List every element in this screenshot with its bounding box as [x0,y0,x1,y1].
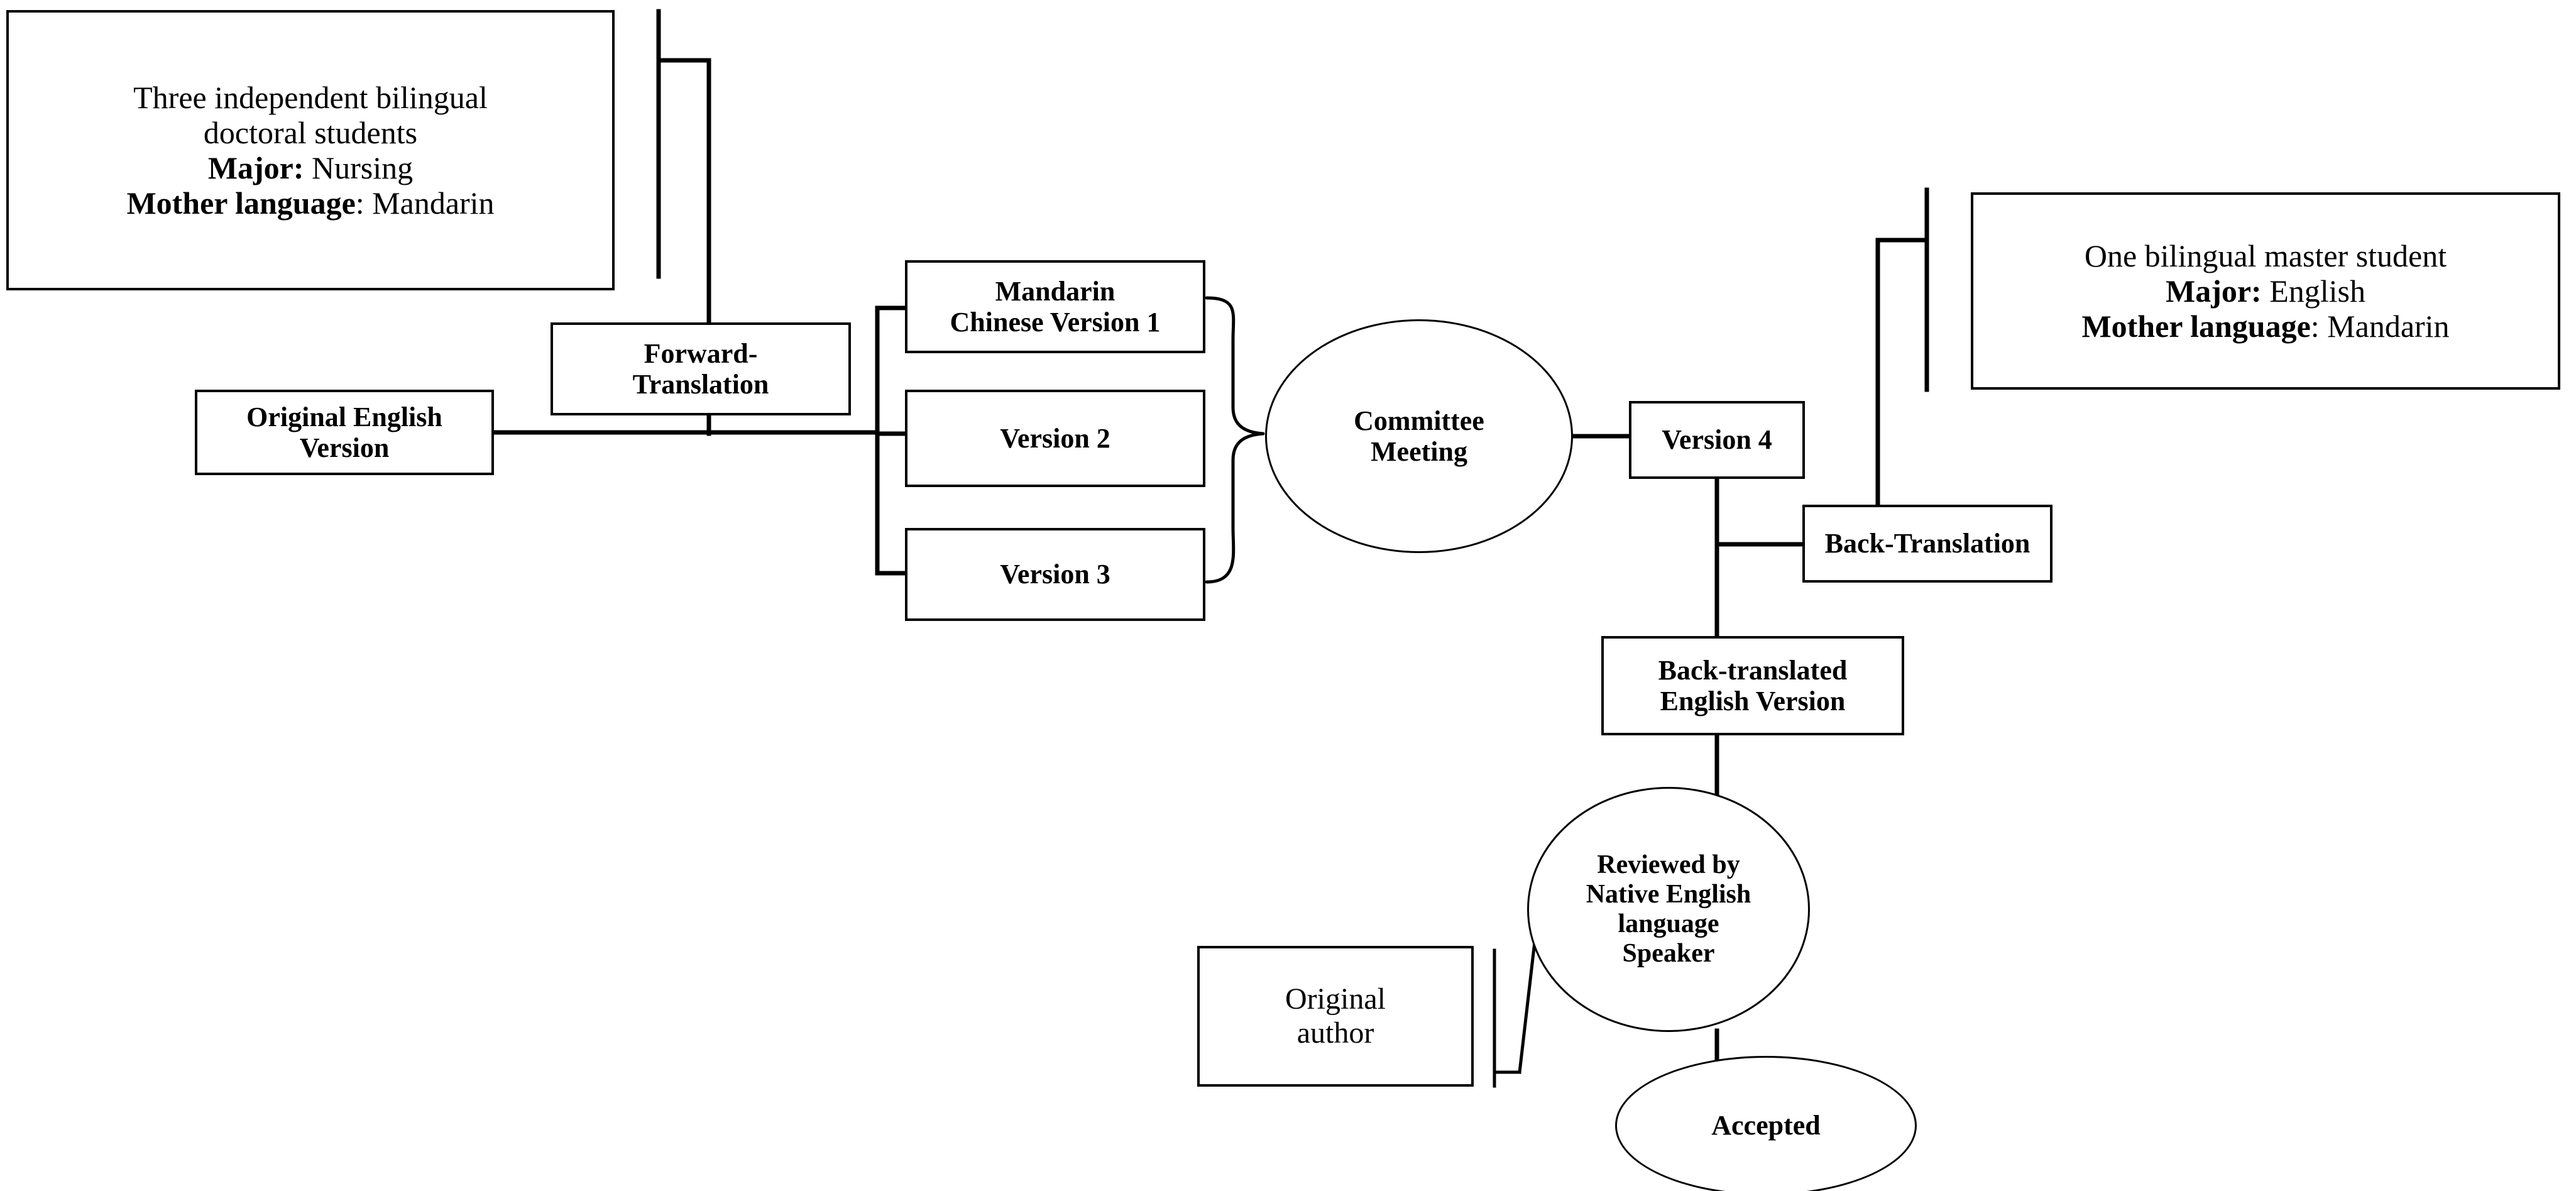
doctoral-major-label: Major: [207,150,304,185]
master-major-label: Major: [2166,273,2262,309]
master-mother-line: Mother language: Mandarin [1977,309,2554,344]
node-reviewed-by-native-english-speaker: Reviewed by Native English language Spea… [1527,787,1810,1032]
reviewed-line-2: Native English [1586,879,1751,909]
node-accepted: Accepted [1615,1056,1917,1191]
node-back-translation: Back-Translation [1802,505,2053,583]
version-3-label: Version 3 [1000,559,1110,590]
master-line-1: One bilingual master student [2084,238,2447,273]
doctoral-line-1: Three independent bilingual [133,80,488,115]
accepted-label: Accepted [1711,1110,1821,1141]
committee-meeting-line-2: Meeting [1371,436,1467,467]
node-original-author: Original author [1197,946,1474,1087]
back-translated-english-line-1: Back-translated [1658,654,1848,686]
doctoral-mother-value: : Mandarin [355,185,495,221]
node-committee-meeting: Committee Meeting [1265,319,1573,553]
back-translation-label: Back-Translation [1824,528,2031,559]
forward-translation-line-1: Forward- [644,338,758,369]
committee-meeting-line-1: Committee [1354,405,1484,436]
doctoral-mother-line: Mother language: Mandarin [13,185,608,221]
master-major-line: Major: English [1977,273,2554,309]
node-mandarin-chinese-version-1: Mandarin Chinese Version 1 [905,260,1205,353]
reviewed-line-4: Speaker [1622,939,1715,969]
node-version-3: Version 3 [905,528,1205,621]
version-1-line-1: Mandarin [995,275,1115,307]
doctoral-major-value: Nursing [304,150,414,185]
back-translated-english-line-2: English Version [1660,686,1846,716]
node-forward-translation: Forward- Translation [551,322,851,415]
master-mother-label: Mother language [2081,309,2311,344]
panel-doctoral-students: Three independent bilingual doctoral stu… [6,10,615,290]
master-major-value: English [2261,273,2365,309]
doctoral-major-line: Major: Nursing [13,150,608,185]
forward-translation-line-2: Translation [632,369,769,400]
original-english-line-1: Original English [246,401,442,432]
connector-versions-brace [1205,296,1265,584]
doctoral-mother-label: Mother language [126,185,356,221]
version-4-label: Version 4 [1662,424,1772,456]
original-author-line-2: author [1296,1016,1374,1050]
version-2-label: Version 2 [1000,422,1110,454]
original-english-line-2: Version [299,432,390,463]
master-mother-value: : Mandarin [2310,309,2450,344]
node-back-translated-english-version: Back-translated English Version [1601,636,1904,735]
version-1-line-2: Chinese Version 1 [950,307,1161,338]
panel-master-student: One bilingual master student Major: Engl… [1971,192,2560,390]
node-version-2: Version 2 [905,390,1205,487]
doctoral-line-2: doctoral students [203,115,418,150]
original-author-line-1: Original [1285,982,1386,1016]
reviewed-line-3: language [1618,909,1719,938]
reviewed-line-1: Reviewed by [1597,850,1740,879]
node-version-4: Version 4 [1629,401,1805,479]
node-original-english-version: Original English Version [195,390,494,475]
